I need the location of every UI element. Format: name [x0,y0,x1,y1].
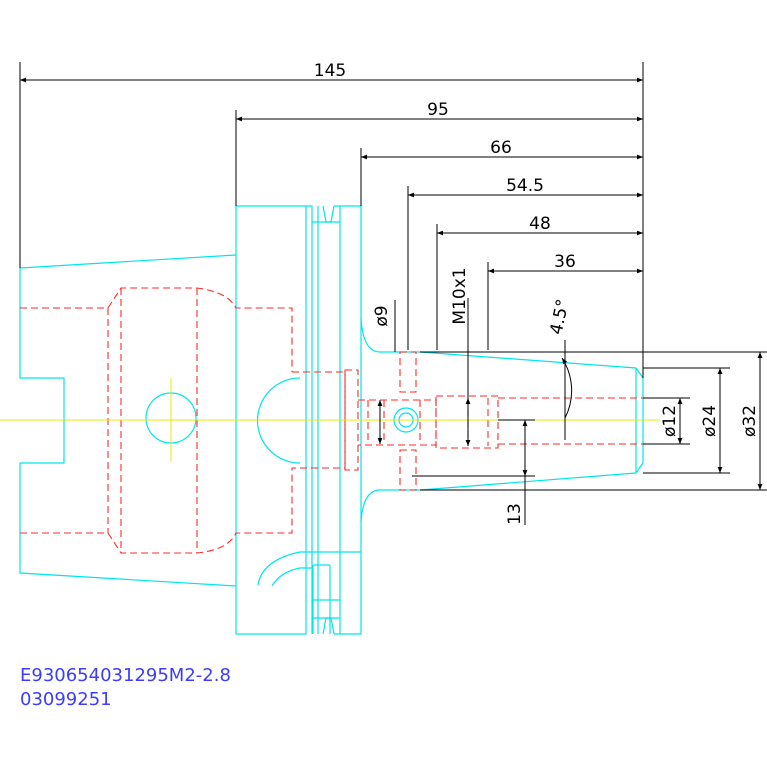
dim-dia-9: ø9 [372,305,392,326]
part-code-line-1: E930654031295M2-2.8 [20,665,231,686]
dim-angle-4-5: 4.5° [547,297,574,336]
dim-dia-24: ø24 [700,405,720,437]
dim-66: 66 [490,138,512,158]
dim-dia-32: ø32 [740,405,760,437]
part-code-line-2: 03099251 [20,689,112,710]
dim-m10x1: M10x1 [450,267,470,324]
dim-95: 95 [427,100,449,120]
center-lines [0,378,660,462]
dim-48: 48 [529,214,551,234]
dim-13: 13 [505,503,525,525]
dim-145: 145 [314,61,346,81]
dimension-lines [19,62,767,525]
dim-54-5: 54.5 [506,176,544,196]
dim-36: 36 [554,252,576,272]
dim-dia-12: ø12 [660,405,680,437]
